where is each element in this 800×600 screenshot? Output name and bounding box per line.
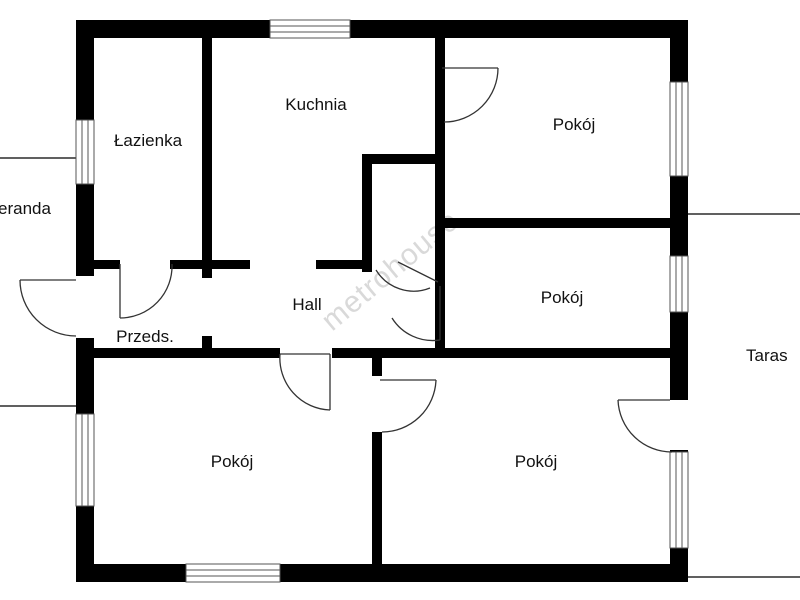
room-label-lazienka: Łazienka (114, 131, 183, 150)
room-label-pokoj-bottom-left: Pokój (211, 452, 254, 471)
window-top-right-room (669, 81, 689, 177)
room-label-pokoj-top-right: Pokój (553, 115, 596, 134)
door-entrance (19, 279, 77, 337)
balcony-opening (670, 400, 688, 450)
door-balcony (617, 399, 673, 453)
outside-label-taras: Taras (746, 346, 788, 365)
door-bottom-right-room (380, 379, 437, 433)
room-label-kuchnia: Kuchnia (285, 95, 347, 114)
interior-walls (94, 38, 688, 566)
room-label-pokoj-bottom-right: Pokój (515, 452, 558, 471)
door-closet (375, 261, 439, 292)
door-mid-right-room (391, 286, 441, 342)
window-bottom-right-room (669, 451, 689, 549)
wall-bottom (76, 564, 686, 582)
wall-top (76, 20, 686, 38)
room-label-pokoj-mid-right: Pokój (541, 288, 584, 307)
door-bottom-left-room (279, 353, 331, 411)
room-label-przeds: Przeds. (116, 327, 174, 346)
window-bottom-left-side (75, 413, 95, 507)
window-bottom-left-room (185, 563, 281, 583)
window-top-kitchen (269, 19, 351, 39)
outside-lines (0, 157, 800, 578)
window-mid-right-room (669, 255, 689, 313)
door-top-right-room (442, 67, 499, 123)
room-label-hall: Hall (292, 295, 321, 314)
window-bathroom (75, 119, 95, 185)
outside-label-weranda: eranda (0, 199, 51, 218)
entrance-opening (76, 276, 94, 338)
door-bathroom (119, 263, 173, 319)
